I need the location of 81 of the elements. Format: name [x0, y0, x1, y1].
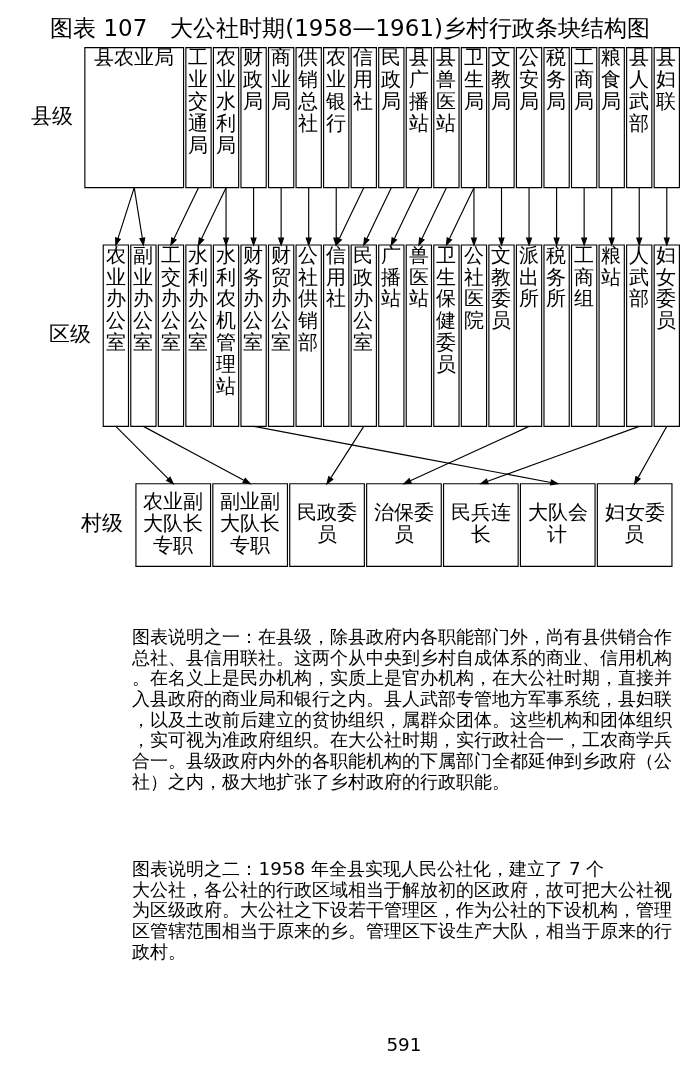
node-box: 文教局: [488, 47, 515, 189]
arrow: [608, 187, 615, 247]
node-box: 大队会计: [519, 483, 596, 567]
node-box: 税务所: [543, 244, 570, 427]
arrow: [445, 187, 475, 247]
node-box: 妇女委员: [596, 483, 673, 567]
node-box: 卫生保健委员: [433, 244, 460, 427]
node-box: 财贸办公室: [267, 244, 295, 427]
arrow: [222, 187, 230, 247]
node-box: 财务办公室: [240, 244, 267, 427]
node-box: 文教委员: [488, 244, 515, 427]
node-box: 粮站: [598, 244, 625, 427]
node-box: 妇女委员: [653, 244, 680, 427]
node-box: 县妇联: [653, 47, 680, 189]
arrow: [663, 187, 670, 247]
node-box: 信用社: [350, 47, 377, 189]
node-box: 县广播站: [405, 47, 433, 189]
node-box: 兽医站: [405, 244, 433, 427]
node-box: 粮食局: [598, 47, 625, 189]
node-box: 民政委员: [289, 483, 365, 567]
node-box: 卫生局: [460, 47, 488, 189]
node-box: 公社供销部: [295, 244, 322, 427]
arrow: [498, 187, 505, 247]
arrow: [479, 425, 640, 485]
arrow: [363, 187, 392, 247]
arrow: [115, 187, 135, 247]
node-box: 副业副大队长专职: [212, 483, 289, 567]
node-box: 供销总社: [295, 47, 322, 189]
node-box: 县兽医站: [433, 47, 460, 189]
node-box: 广播站: [378, 244, 405, 427]
label: 县级: [30, 103, 73, 128]
label: 村级: [81, 511, 124, 536]
arrow: [253, 425, 560, 486]
node-box: 水利办公室: [185, 244, 212, 427]
arrow: [170, 187, 200, 247]
node-box: 派出所: [515, 244, 543, 427]
arrow: [402, 425, 530, 485]
node-box: 工商组: [570, 244, 598, 427]
arrow: [525, 187, 533, 247]
node-box: 信用社: [323, 244, 350, 427]
arrow: [580, 187, 588, 247]
node-box: 税务局: [543, 47, 570, 189]
label: 图表说明之二：1958 年全县实现人民公社化，建立了 7 个大公社，各公社的行政区域相当于解放初的区政府，故可把大公社视为区级政府。大公社之下设若干管理区，作为公社的下设机构，管理区管辖范围相当于原来的乡。管理区下设生产大队，相当于原来的行政村。: [132, 857, 673, 962]
arrow: [277, 187, 285, 247]
label: 591: [386, 1033, 422, 1055]
node-box: 县人武部: [626, 47, 653, 189]
node-box: 公安局: [515, 47, 543, 189]
node-box: 农业副大队长专职: [135, 483, 212, 567]
node-box: 副业办公室: [130, 244, 157, 427]
arrow: [305, 187, 312, 247]
arrow: [418, 187, 447, 247]
arrow: [133, 187, 146, 247]
node-box: 民政局: [378, 47, 405, 189]
arrow: [326, 425, 365, 486]
arrow: [142, 425, 252, 485]
node-box: 工商局: [570, 47, 598, 189]
label: 图表说明之一：在县级，除县政府内各职能部门外，尚有县供销合作总社、县信用联社。这两个从中央到乡村自成体系的商业、信用机构。在名义上是民办机构，实质上是官办机构，在大公社时期，直接并入县政府的商业局和银行之内。县人武部专管地方军事系统，县妇联，以及土改前后建立的贫协组织，属群众团体。这些机构和团体组织，实可视为准政府组织。在大公社时期，实行政社合一，工农商学兵合一。县级政府内外的各职能机构的下属部门全都延伸到乡政府（公社）之内，极大地扩张了乡村政府的行政职能。: [132, 626, 673, 792]
node-box: 民政办公室: [350, 244, 377, 427]
node-box: 工业交通局: [185, 47, 212, 189]
label: 区级: [48, 321, 91, 346]
node-box: 治保委员: [366, 483, 442, 567]
node-box: 水利农机管理站: [212, 244, 240, 427]
node-box: 民兵连长: [442, 483, 519, 567]
arrow: [115, 425, 175, 485]
node-box: 县农业局: [84, 47, 185, 189]
diagram-title: 图表 107 大公社时期(1958—1961)乡村行政条块结构图: [50, 15, 650, 42]
node-box: 财政局: [240, 47, 267, 189]
arrow: [390, 187, 420, 247]
node-box: 农业银行: [323, 47, 350, 189]
node-box: 工交办公室: [157, 244, 185, 427]
arrow: [636, 187, 643, 247]
arrow: [197, 187, 227, 247]
node-box: 农业办公室: [102, 244, 130, 427]
node-box: 人武部: [626, 244, 653, 427]
arrow: [470, 187, 478, 247]
node-box: 农业水利局: [212, 47, 240, 189]
arrow: [553, 187, 560, 247]
node-box: 公社医院: [460, 244, 488, 427]
node-box: 商业局: [267, 47, 295, 189]
arrow: [250, 187, 257, 247]
arrow: [633, 425, 668, 486]
